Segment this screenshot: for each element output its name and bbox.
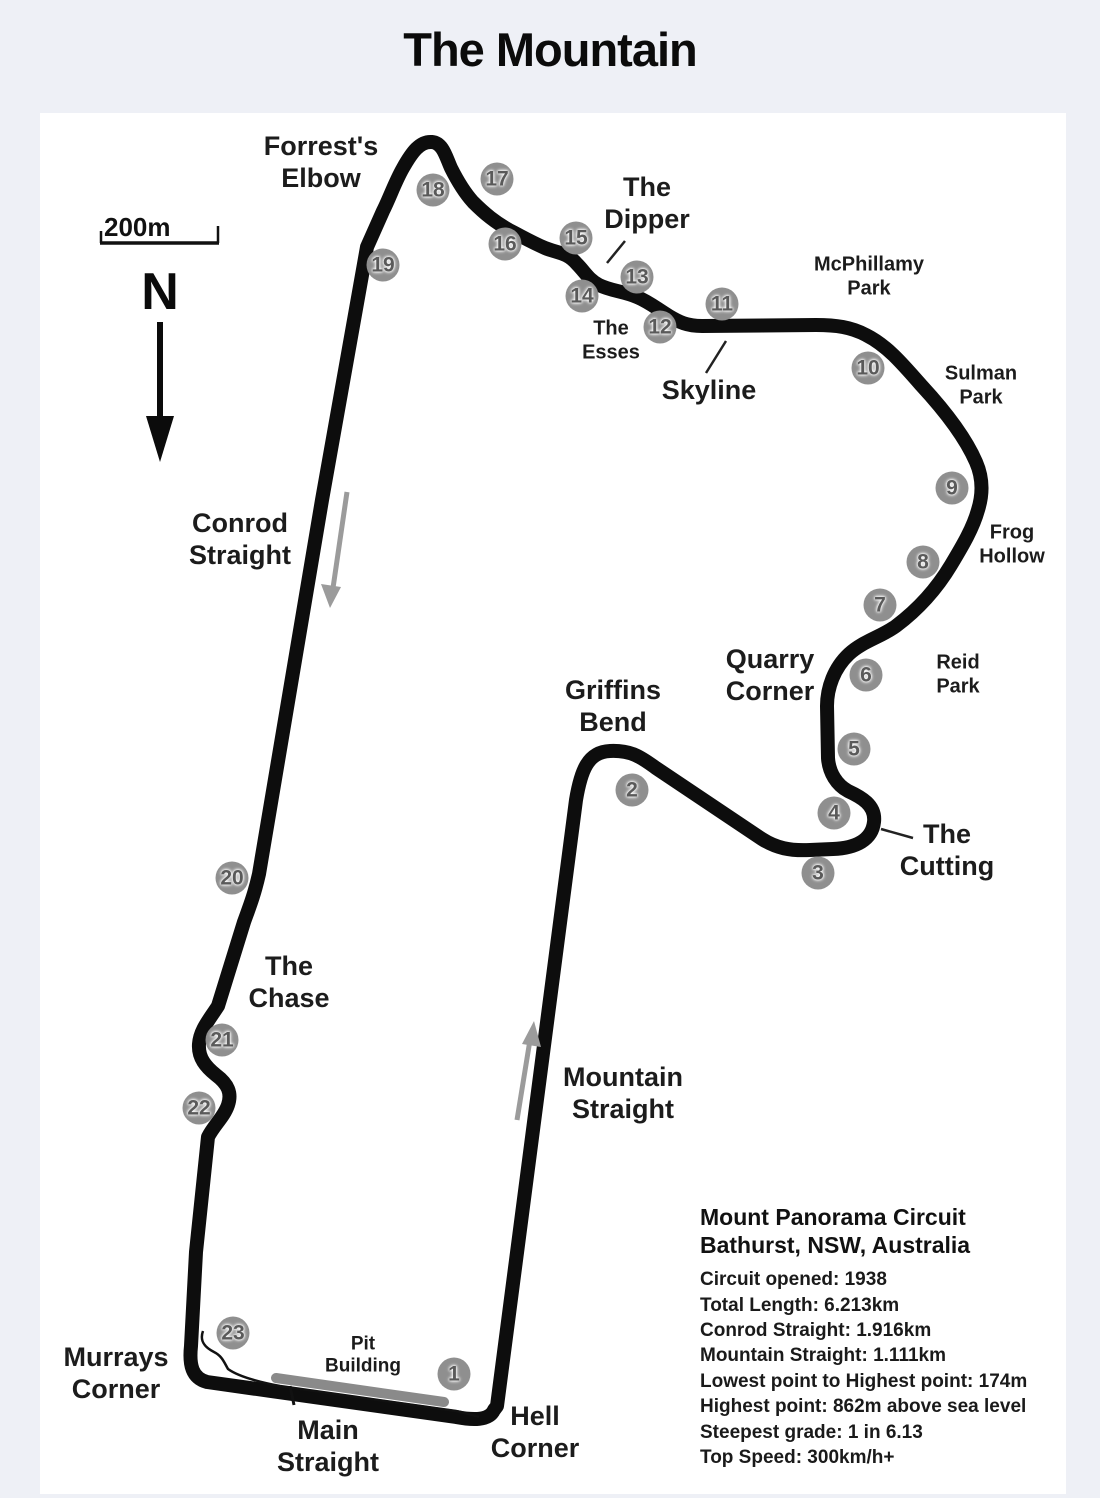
scale-label: 200m: [104, 212, 171, 242]
mountain-direction-arrow-icon: [514, 1021, 541, 1121]
corner-marker-9: 9: [935, 471, 969, 505]
quarry-corner-label: Quarry Corner: [725, 644, 815, 706]
conrod-direction-arrow-icon: [321, 491, 350, 608]
murrays-corner-label: Murrays Corner: [63, 1342, 169, 1404]
sulman-park-label: Sulman Park: [944, 362, 1018, 408]
circuit-info-block: Mount Panorama Circuit Bathurst, NSW, Au…: [700, 1203, 1040, 1472]
scale-bar: [99, 226, 220, 245]
mountain-straight-label: Mountain Straight: [563, 1062, 683, 1124]
circuit-stat: Top Speed: 300km/h+: [700, 1446, 895, 1468]
corner-marker-17: 17: [480, 162, 514, 196]
reid-park-label: Reid Park: [936, 651, 980, 697]
corner-marker-20: 20: [215, 861, 249, 895]
circuit-stat: Mountain Straight: 1.111km: [700, 1345, 946, 1367]
corner-marker-16: 16: [488, 227, 522, 261]
pit-building-label: Pit Building: [325, 1333, 401, 1377]
dipper-pointer-line: [606, 240, 626, 264]
main-straight-label: Main Straight: [276, 1415, 380, 1477]
corner-marker-5: 5: [837, 732, 871, 766]
forrests-elbow-label: Forrest's Elbow: [263, 131, 379, 193]
the-esses-label: The Esses: [582, 317, 640, 363]
conrod-straight-label: Conrod Straight: [188, 508, 292, 570]
circuit-stat: Highest point: 862m above sea level: [700, 1396, 1027, 1418]
the-dipper-label: The Dipper: [604, 172, 690, 234]
corner-marker-18: 18: [416, 173, 450, 207]
griffins-bend-label: Griffins Bend: [564, 675, 662, 737]
the-cutting-label: The Cutting: [899, 819, 995, 881]
corner-marker-3: 3: [801, 856, 835, 890]
corner-marker-8: 8: [906, 545, 940, 579]
skyline-pointer-line: [704, 340, 728, 374]
corner-marker-22: 22: [182, 1091, 216, 1125]
hell-corner-label: Hell Corner: [490, 1401, 580, 1463]
start-finish-line: [288, 1385, 296, 1406]
compass-north-label: N: [141, 263, 179, 321]
pit-lane-line: [200, 1330, 480, 1419]
corner-marker-10: 10: [851, 351, 885, 385]
track-outline: [183, 135, 989, 1426]
corner-marker-1: 1: [437, 1357, 471, 1391]
corner-marker-6: 6: [849, 658, 883, 692]
corner-marker-19: 19: [366, 248, 400, 282]
corner-marker-23: 23: [216, 1316, 250, 1350]
skyline-label: Skyline: [661, 375, 757, 406]
the-chase-label: The Chase: [248, 951, 330, 1013]
corner-marker-2: 2: [615, 773, 649, 807]
corner-marker-14: 14: [565, 279, 599, 313]
mcphillamy-park-label: McPhillamy Park: [813, 253, 925, 299]
corner-marker-13: 13: [620, 260, 654, 294]
circuit-stat: Circuit opened: 1938: [700, 1269, 887, 1291]
circuit-name: Mount Panorama Circuit: [700, 1204, 966, 1230]
corner-marker-15: 15: [559, 221, 593, 255]
corner-marker-7: 7: [863, 588, 897, 622]
north-arrow-icon: [146, 322, 174, 462]
cutting-pointer-line: [880, 827, 914, 840]
corner-marker-12: 12: [643, 310, 677, 344]
pit-building-bar: [271, 1373, 449, 1407]
frog-hollow-label: Frog Hollow: [979, 521, 1045, 567]
corner-marker-4: 4: [817, 796, 851, 830]
corner-marker-11: 11: [705, 287, 739, 321]
map-canvas: [40, 113, 1066, 1494]
circuit-stat: Steepest grade: 1 in 6.13: [700, 1421, 923, 1443]
circuit-location: Bathurst, NSW, Australia: [700, 1232, 971, 1259]
circuit-stat: Total Length: 6.213km: [700, 1294, 900, 1316]
circuit-stat: Lowest point to Highest point: 174m: [700, 1370, 1028, 1392]
circuit-stat: Conrod Straight: 1.916km: [700, 1319, 932, 1341]
page-title: The Mountain: [403, 23, 697, 76]
corner-marker-21: 21: [205, 1023, 239, 1057]
